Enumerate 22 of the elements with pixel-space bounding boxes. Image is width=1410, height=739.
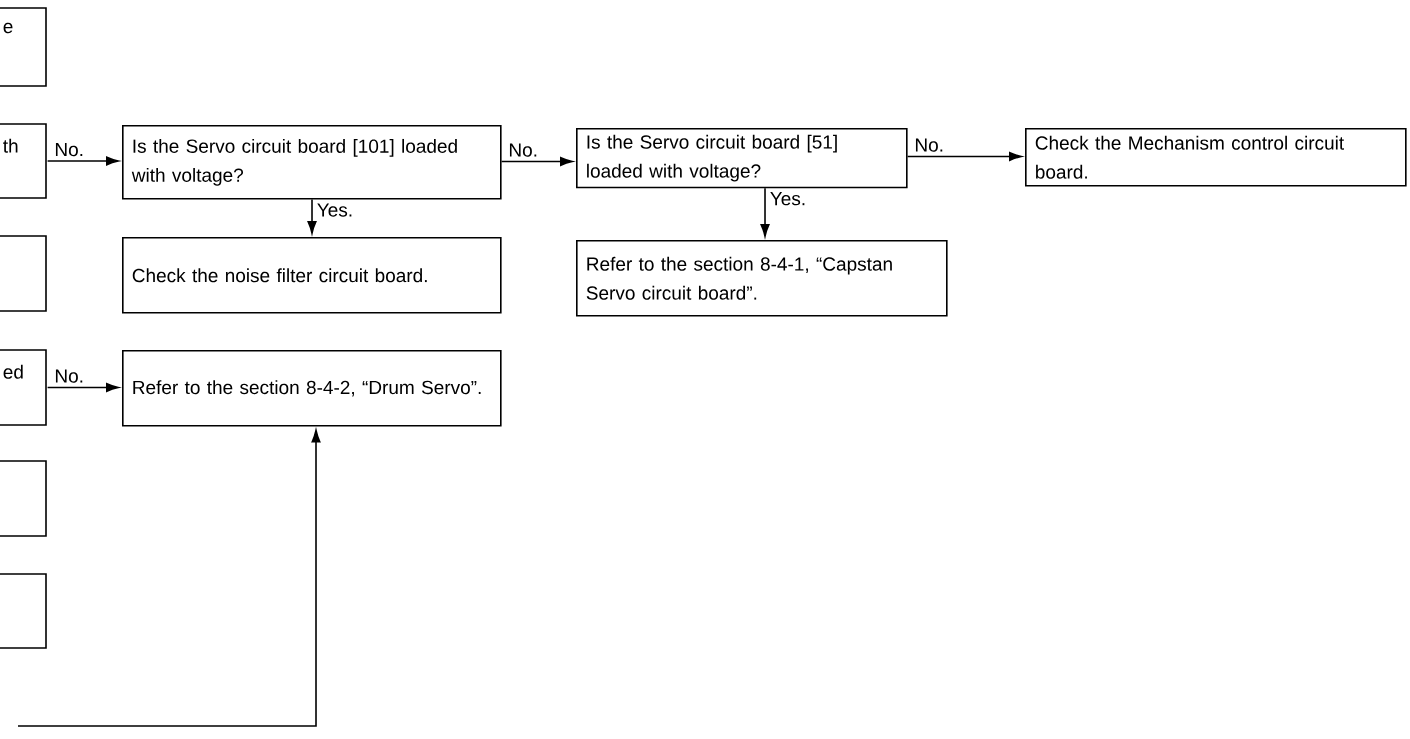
arrow [307,198,317,234]
edge-label: Yes. [770,192,805,206]
partial-box: th [0,123,47,199]
edge-label: No. [55,369,83,383]
process-box: Refer to the section 8-4-1, “Capstan Servo circuit board”. [576,240,948,317]
process-box: Is the Servo circuit board [101] loaded with voltage? [122,125,502,200]
arrow [46,156,119,166]
process-box: Check the noise filter circuit board. [122,237,502,314]
edge-label: Yes. [317,203,352,217]
arrow [17,429,321,727]
process-box: Is the Servo circuit board [51] loaded with voltage? [576,128,908,189]
process-box: Check the Mechanism control circuit board. [1025,128,1407,187]
edge-label: No. [915,138,943,152]
partial-box: e [0,7,47,87]
partial-box [0,235,47,312]
partial-box [0,460,47,537]
arrow [760,187,770,237]
partial-box [0,573,47,649]
edge-label: No. [55,142,83,157]
process-box: Refer to the section 8-4-2, “Drum Servo”. [122,350,502,427]
partial-box: ed [0,349,47,426]
edge-label: No. [509,143,537,157]
